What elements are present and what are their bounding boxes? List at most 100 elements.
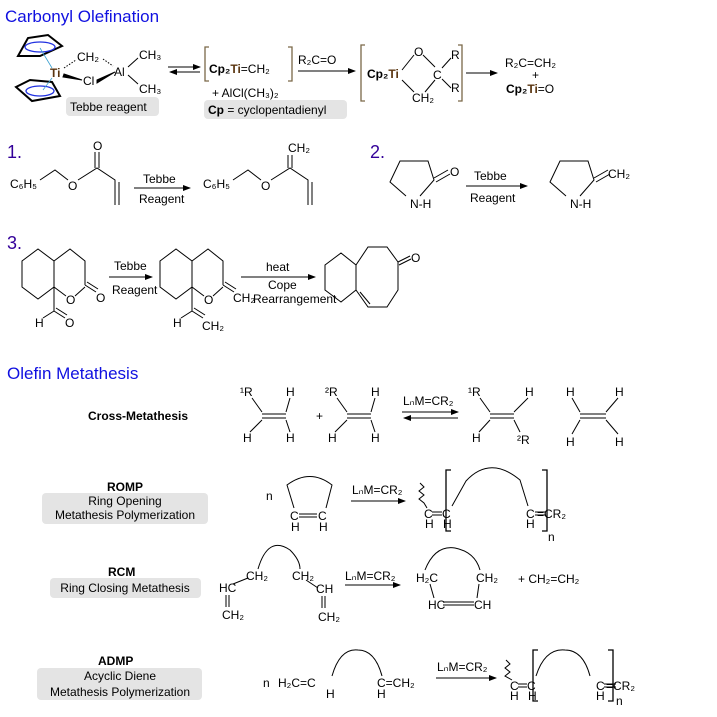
- titanium-atom: Ti: [50, 66, 60, 80]
- oxo-label: =O: [538, 82, 554, 96]
- condition-label: Cope: [268, 278, 297, 292]
- svg-text:H: H: [291, 520, 300, 534]
- plus-sign: +: [532, 68, 539, 82]
- ch2-label: CH₂: [202, 319, 224, 333]
- phenyl-label: C₆H₅: [203, 177, 230, 191]
- admp-description: Acyclic Diene: [84, 669, 156, 683]
- r-group: R: [451, 48, 460, 62]
- rcm-description: Ring Closing Metathesis: [60, 581, 189, 595]
- oxygen-atom: O: [414, 45, 423, 59]
- cp-definition: = cyclopentadienyl: [224, 103, 326, 117]
- ketone-reagent-label: R₂C=O: [298, 53, 336, 67]
- section-title-carbonyl-olefination: Carbonyl Olefination: [5, 7, 159, 26]
- cp-abbr: Cp: [208, 103, 224, 117]
- catalyst-label: LₙM=CR₂: [352, 483, 403, 497]
- catalyst-label: LₙM=CR₂: [345, 569, 396, 583]
- hydrogen-atom: H: [173, 316, 182, 330]
- svg-text:Cp₂Ti=CH₂: Cp₂Ti=CH₂: [209, 62, 270, 76]
- cp2-label: Cp₂: [506, 82, 527, 96]
- r2-group: ²R: [517, 433, 530, 447]
- example-2: 2. N-H O Tebbe Reagent N-H CH₂: [370, 142, 630, 211]
- svg-text:H: H: [425, 517, 434, 531]
- ch2-label: CH₂: [246, 569, 268, 583]
- ch2-label: C=CH₂: [377, 676, 415, 690]
- cr2-label: =CR₂: [606, 679, 635, 693]
- hydrogen-atom: H: [525, 385, 534, 399]
- n-label: n: [548, 530, 555, 544]
- section-title-olefin-metathesis: Olefin Metathesis: [7, 364, 138, 383]
- example-number: 2.: [370, 142, 385, 162]
- h2c-label: H₂C=C: [278, 676, 316, 690]
- hydrogen-atom: H: [35, 316, 44, 330]
- condition-label: Rearrangement: [253, 292, 337, 306]
- tebbe-reagent-label: Tebbe reagent: [70, 100, 147, 114]
- rcm-label: RCM: [108, 565, 135, 579]
- hydrogen-atom: H: [371, 431, 380, 445]
- cross-metathesis: Cross-Metathesis ¹R H H H + ²R H H H LₙM…: [88, 385, 624, 449]
- hydrogen-atom: H: [472, 431, 481, 445]
- example-1: 1. C₆H₅ O O Tebbe Reagent C₆H₅ O CH₂: [7, 139, 313, 206]
- hydrogen-atom: H: [566, 435, 575, 449]
- cyclopentadienyl-ring-icon: [14, 78, 62, 103]
- r1-group: ¹R: [468, 385, 481, 399]
- wavy-bond-icon: [418, 482, 428, 509]
- ch2-label: CH₂: [233, 291, 255, 305]
- oxygen-atom: O: [96, 291, 105, 305]
- svg-text:H: H: [526, 517, 535, 531]
- titanium-atom: Ti: [388, 67, 398, 81]
- ch-label: CH: [474, 598, 491, 612]
- hydrogen-atom: H: [371, 385, 380, 399]
- cross-metathesis-label: Cross-Metathesis: [88, 409, 188, 423]
- hydrogen-atom: H: [566, 385, 575, 399]
- alkene-product: R₂C=CH₂: [505, 56, 556, 70]
- methylidene-label: =CH₂: [241, 62, 270, 76]
- hydrogen-atom: H: [615, 435, 624, 449]
- admp: ADMP Acyclic Diene Metathesis Polymeriza…: [37, 649, 635, 708]
- svg-text:C: C: [526, 507, 535, 521]
- cp2-label: Cp₂: [209, 62, 230, 76]
- nh-label: N-H: [570, 197, 591, 211]
- example-number: 3.: [7, 233, 22, 253]
- rcm: RCM Ring Closing Metathesis HC CH₂ CH₂ C…: [50, 545, 580, 624]
- oxygen-atom: O: [65, 316, 74, 330]
- cp2-label: Cp₂: [367, 67, 388, 81]
- ch2-label: CH₂: [476, 571, 498, 585]
- romp-description: Ring Opening: [88, 494, 161, 508]
- oxygen-atom: O: [204, 293, 213, 307]
- reagent-label: Tebbe: [474, 169, 507, 183]
- condition-label: heat: [266, 260, 290, 274]
- romp-description-box: [42, 493, 208, 524]
- romp-label: ROMP: [107, 480, 143, 494]
- cp-definition-box: [204, 100, 347, 119]
- hydrogen-atom: H: [328, 431, 337, 445]
- admp-description: Metathesis Polymerization: [50, 685, 190, 699]
- svg-text:C: C: [596, 679, 605, 693]
- ethylene-byproduct: + CH₂=CH₂: [518, 572, 580, 586]
- methyl-label: CH₃: [139, 82, 161, 96]
- hc-label: HC: [428, 598, 446, 612]
- svg-text:Cp₂Ti=O: Cp₂Ti=O: [506, 82, 554, 96]
- oxygen-atom: O: [450, 165, 459, 179]
- svg-text:H: H: [377, 687, 386, 701]
- oxygen-atom: O: [261, 179, 270, 193]
- phenyl-label: C₆H₅: [10, 177, 37, 191]
- r2-group: ²R: [325, 385, 338, 399]
- ch2-label: CH₂: [318, 610, 340, 624]
- romp-description: Metathesis Polymerization: [55, 508, 195, 522]
- ch2-label: CH₂: [288, 141, 310, 155]
- hydrogen-atom: H: [286, 385, 295, 399]
- cyclopentadienyl-ring-icon: [16, 33, 64, 57]
- oxygen-atom: O: [68, 179, 77, 193]
- example-number: 1.: [7, 142, 22, 162]
- oxygen-atom: O: [93, 139, 102, 153]
- titanocene-methylidene: Cp₂Ti=CH₂ + AlCl(CH₃)₂ Cp = cyclopentadi…: [204, 46, 347, 119]
- svg-text:C: C: [318, 509, 327, 523]
- ch2-label: CH₂: [292, 569, 314, 583]
- n-label: n: [266, 489, 273, 503]
- titanium-atom: Ti: [230, 62, 240, 76]
- n-label: n: [616, 694, 623, 708]
- titanium-atom: Ti: [527, 82, 537, 96]
- methyl-label: CH₃: [139, 48, 161, 62]
- svg-text:H: H: [319, 520, 328, 534]
